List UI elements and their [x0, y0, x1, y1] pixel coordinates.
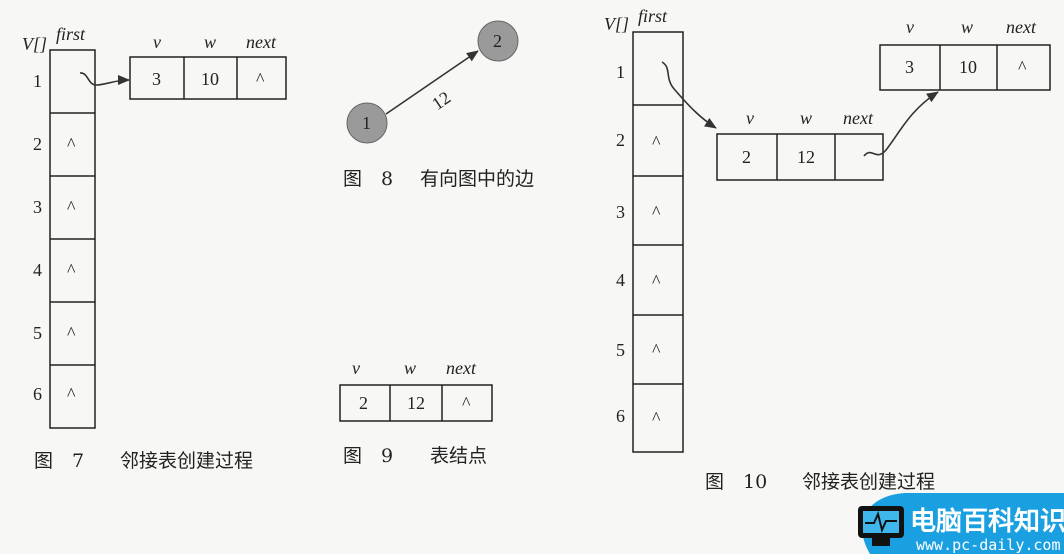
vertex-2 — [477, 20, 519, 62]
node-header-w: w — [800, 108, 812, 128]
node-next: ^ — [462, 393, 471, 413]
node-v: 3 — [152, 69, 161, 89]
null-symbol: ^ — [652, 202, 661, 222]
node-header-v: v — [153, 32, 161, 52]
node-v: 3 — [905, 57, 914, 77]
node-w: 12 — [797, 147, 815, 167]
row-label: 1 — [33, 71, 42, 91]
node-v: 2 — [359, 393, 368, 413]
row-label: 2 — [616, 130, 625, 150]
row-label: 4 — [616, 270, 625, 290]
caption-text: 表结点 — [430, 445, 487, 467]
row-label: 2 — [33, 134, 42, 154]
null-symbol: ^ — [652, 408, 661, 428]
caption-number: 图 7 — [34, 450, 84, 472]
row-label: 6 — [33, 384, 42, 404]
node-w: 12 — [407, 393, 425, 413]
array-label: V[] — [604, 14, 629, 34]
pointer-arrow — [79, 72, 130, 86]
null-symbol: ^ — [652, 132, 661, 152]
null-symbol: ^ — [652, 271, 661, 291]
vertex-array — [49, 49, 96, 429]
figure-10: V[] first 1 2 3 4 5 6 ^ ^ ^ ^ ^ v w next… — [604, 6, 1051, 493]
caption-text: 邻接表创建过程 — [802, 471, 935, 493]
vertex-array — [632, 31, 684, 453]
caption-number: 图 10 — [705, 471, 767, 493]
caption-number: 图 8 — [343, 168, 393, 190]
row-label: 3 — [33, 197, 42, 217]
row-label: 5 — [33, 323, 42, 343]
list-node-b — [879, 44, 1051, 91]
null-symbol: ^ — [67, 323, 76, 343]
node-header-w: w — [204, 32, 216, 52]
pointer-arrow — [863, 91, 939, 157]
caption-text: 有向图中的边 — [420, 168, 534, 190]
figure-8: 1 2 12 图 8 有向图中的边 — [343, 20, 534, 190]
node-w: 10 — [959, 57, 977, 77]
caption-number: 图 9 — [343, 445, 393, 467]
row-label: 6 — [616, 406, 625, 426]
node-header-w: w — [404, 358, 416, 378]
figure-9: v w next 2 12 ^ 图 9 表结点 — [339, 358, 493, 467]
vertex-label: 1 — [362, 113, 371, 133]
list-node — [339, 384, 493, 422]
list-node-a — [716, 133, 884, 181]
caption-text: 邻接表创建过程 — [120, 450, 253, 472]
null-symbol: ^ — [67, 197, 76, 217]
column-header: first — [638, 6, 668, 26]
array-label: V[] — [22, 34, 47, 54]
null-symbol: ^ — [652, 340, 661, 360]
watermark-title: 电脑百科知识 — [910, 507, 1064, 537]
row-label: 4 — [33, 260, 42, 280]
pointer-arrow — [661, 61, 717, 129]
node-header-next: next — [246, 32, 277, 52]
figure-7: V[] first 1 2 3 4 5 6 ^ ^ ^ ^ ^ v w next… — [22, 24, 287, 472]
column-header: first — [56, 24, 86, 44]
list-node — [129, 56, 287, 100]
node-header-v: v — [906, 17, 914, 37]
node-header-next: next — [843, 108, 874, 128]
vertex-1 — [346, 102, 388, 144]
row-label: 1 — [616, 62, 625, 82]
node-header-v: v — [746, 108, 754, 128]
node-header-w: w — [961, 17, 973, 37]
node-next: ^ — [256, 69, 265, 89]
node-header-next: next — [1006, 17, 1037, 37]
watermark-url: www.pc-daily.com — [916, 536, 1061, 554]
node-header-v: v — [352, 358, 360, 378]
node-next: ^ — [1018, 57, 1027, 77]
directed-edge — [385, 50, 479, 115]
watermark-logo: 电脑百科知识 www.pc-daily.com — [858, 493, 1064, 554]
null-symbol: ^ — [67, 384, 76, 404]
vertex-label: 2 — [493, 31, 502, 51]
node-header-next: next — [446, 358, 477, 378]
null-symbol: ^ — [67, 260, 76, 280]
edge-weight: 12 — [428, 87, 454, 114]
null-symbol: ^ — [67, 134, 76, 154]
node-w: 10 — [201, 69, 219, 89]
row-label: 5 — [616, 340, 625, 360]
row-label: 3 — [616, 202, 625, 222]
node-v: 2 — [742, 147, 751, 167]
